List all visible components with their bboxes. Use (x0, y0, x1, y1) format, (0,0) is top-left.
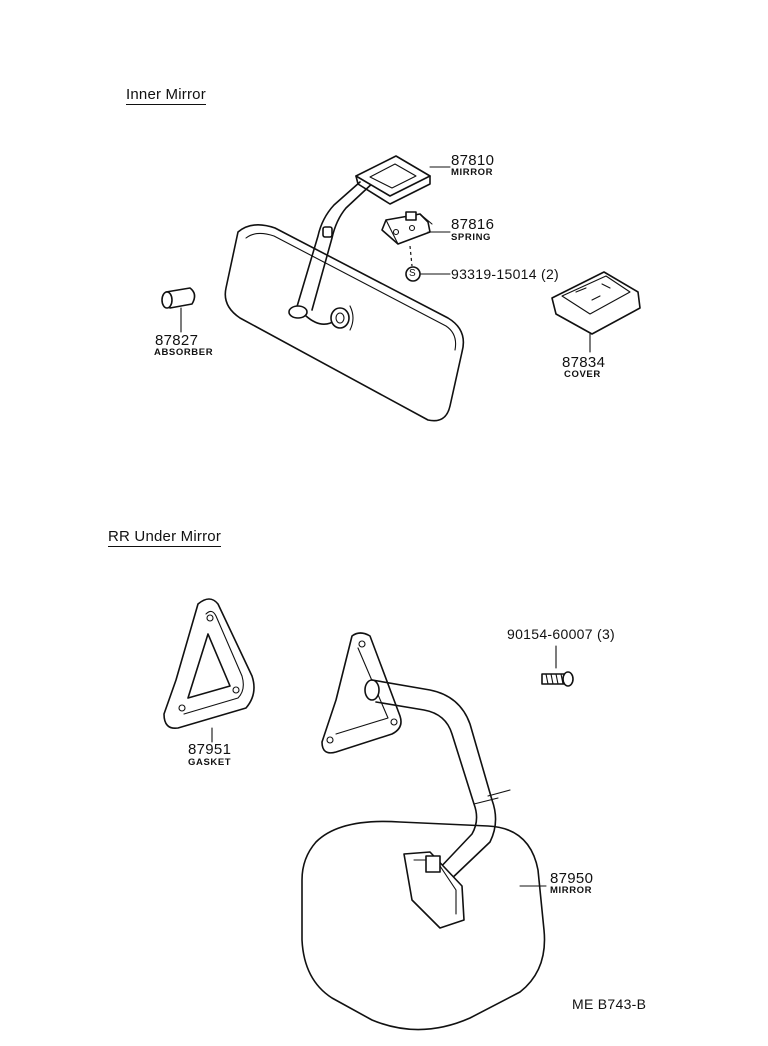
screw-symbol-drawing (405, 245, 421, 282)
part-number-87827: 87827 (155, 332, 199, 349)
inner-mirror-drawing (224, 155, 465, 422)
part-number-87951: 87951 (188, 741, 232, 758)
part-name-87834: COVER (564, 369, 601, 380)
part-name-87827: ABSORBER (154, 347, 214, 358)
part-number-93319-15014: 93319-15014 (2) (451, 266, 560, 282)
gasket-drawing (163, 598, 255, 743)
leader-lines-inner (180, 166, 591, 353)
under-mirror-glass-drawing (301, 820, 547, 1031)
screw-symbol-s: S (409, 268, 416, 279)
spring-drawing (381, 211, 433, 245)
absorber-drawing (161, 287, 196, 309)
part-number-87810: 87810 (451, 152, 495, 169)
part-name-87951: GASKET (188, 757, 232, 768)
part-name-87950: MIRROR (550, 885, 593, 896)
section-title-inner-mirror: Inner Mirror (126, 86, 206, 105)
drawing-reference: ME B743-B (572, 996, 647, 1012)
under-mirror-bracket-drawing (321, 632, 511, 883)
part-number-87834: 87834 (562, 354, 606, 371)
part-number-87950: 87950 (550, 870, 594, 887)
part-name-87816: SPRING (451, 232, 492, 243)
cover-drawing (551, 271, 641, 335)
part-number-90154-60007: 90154-60007 (3) (507, 626, 616, 642)
screw-drawing (541, 645, 574, 687)
part-name-87810: MIRROR (451, 167, 494, 178)
section-title-rr-under-mirror: RR Under Mirror (108, 528, 222, 547)
part-number-87816: 87816 (451, 216, 495, 233)
